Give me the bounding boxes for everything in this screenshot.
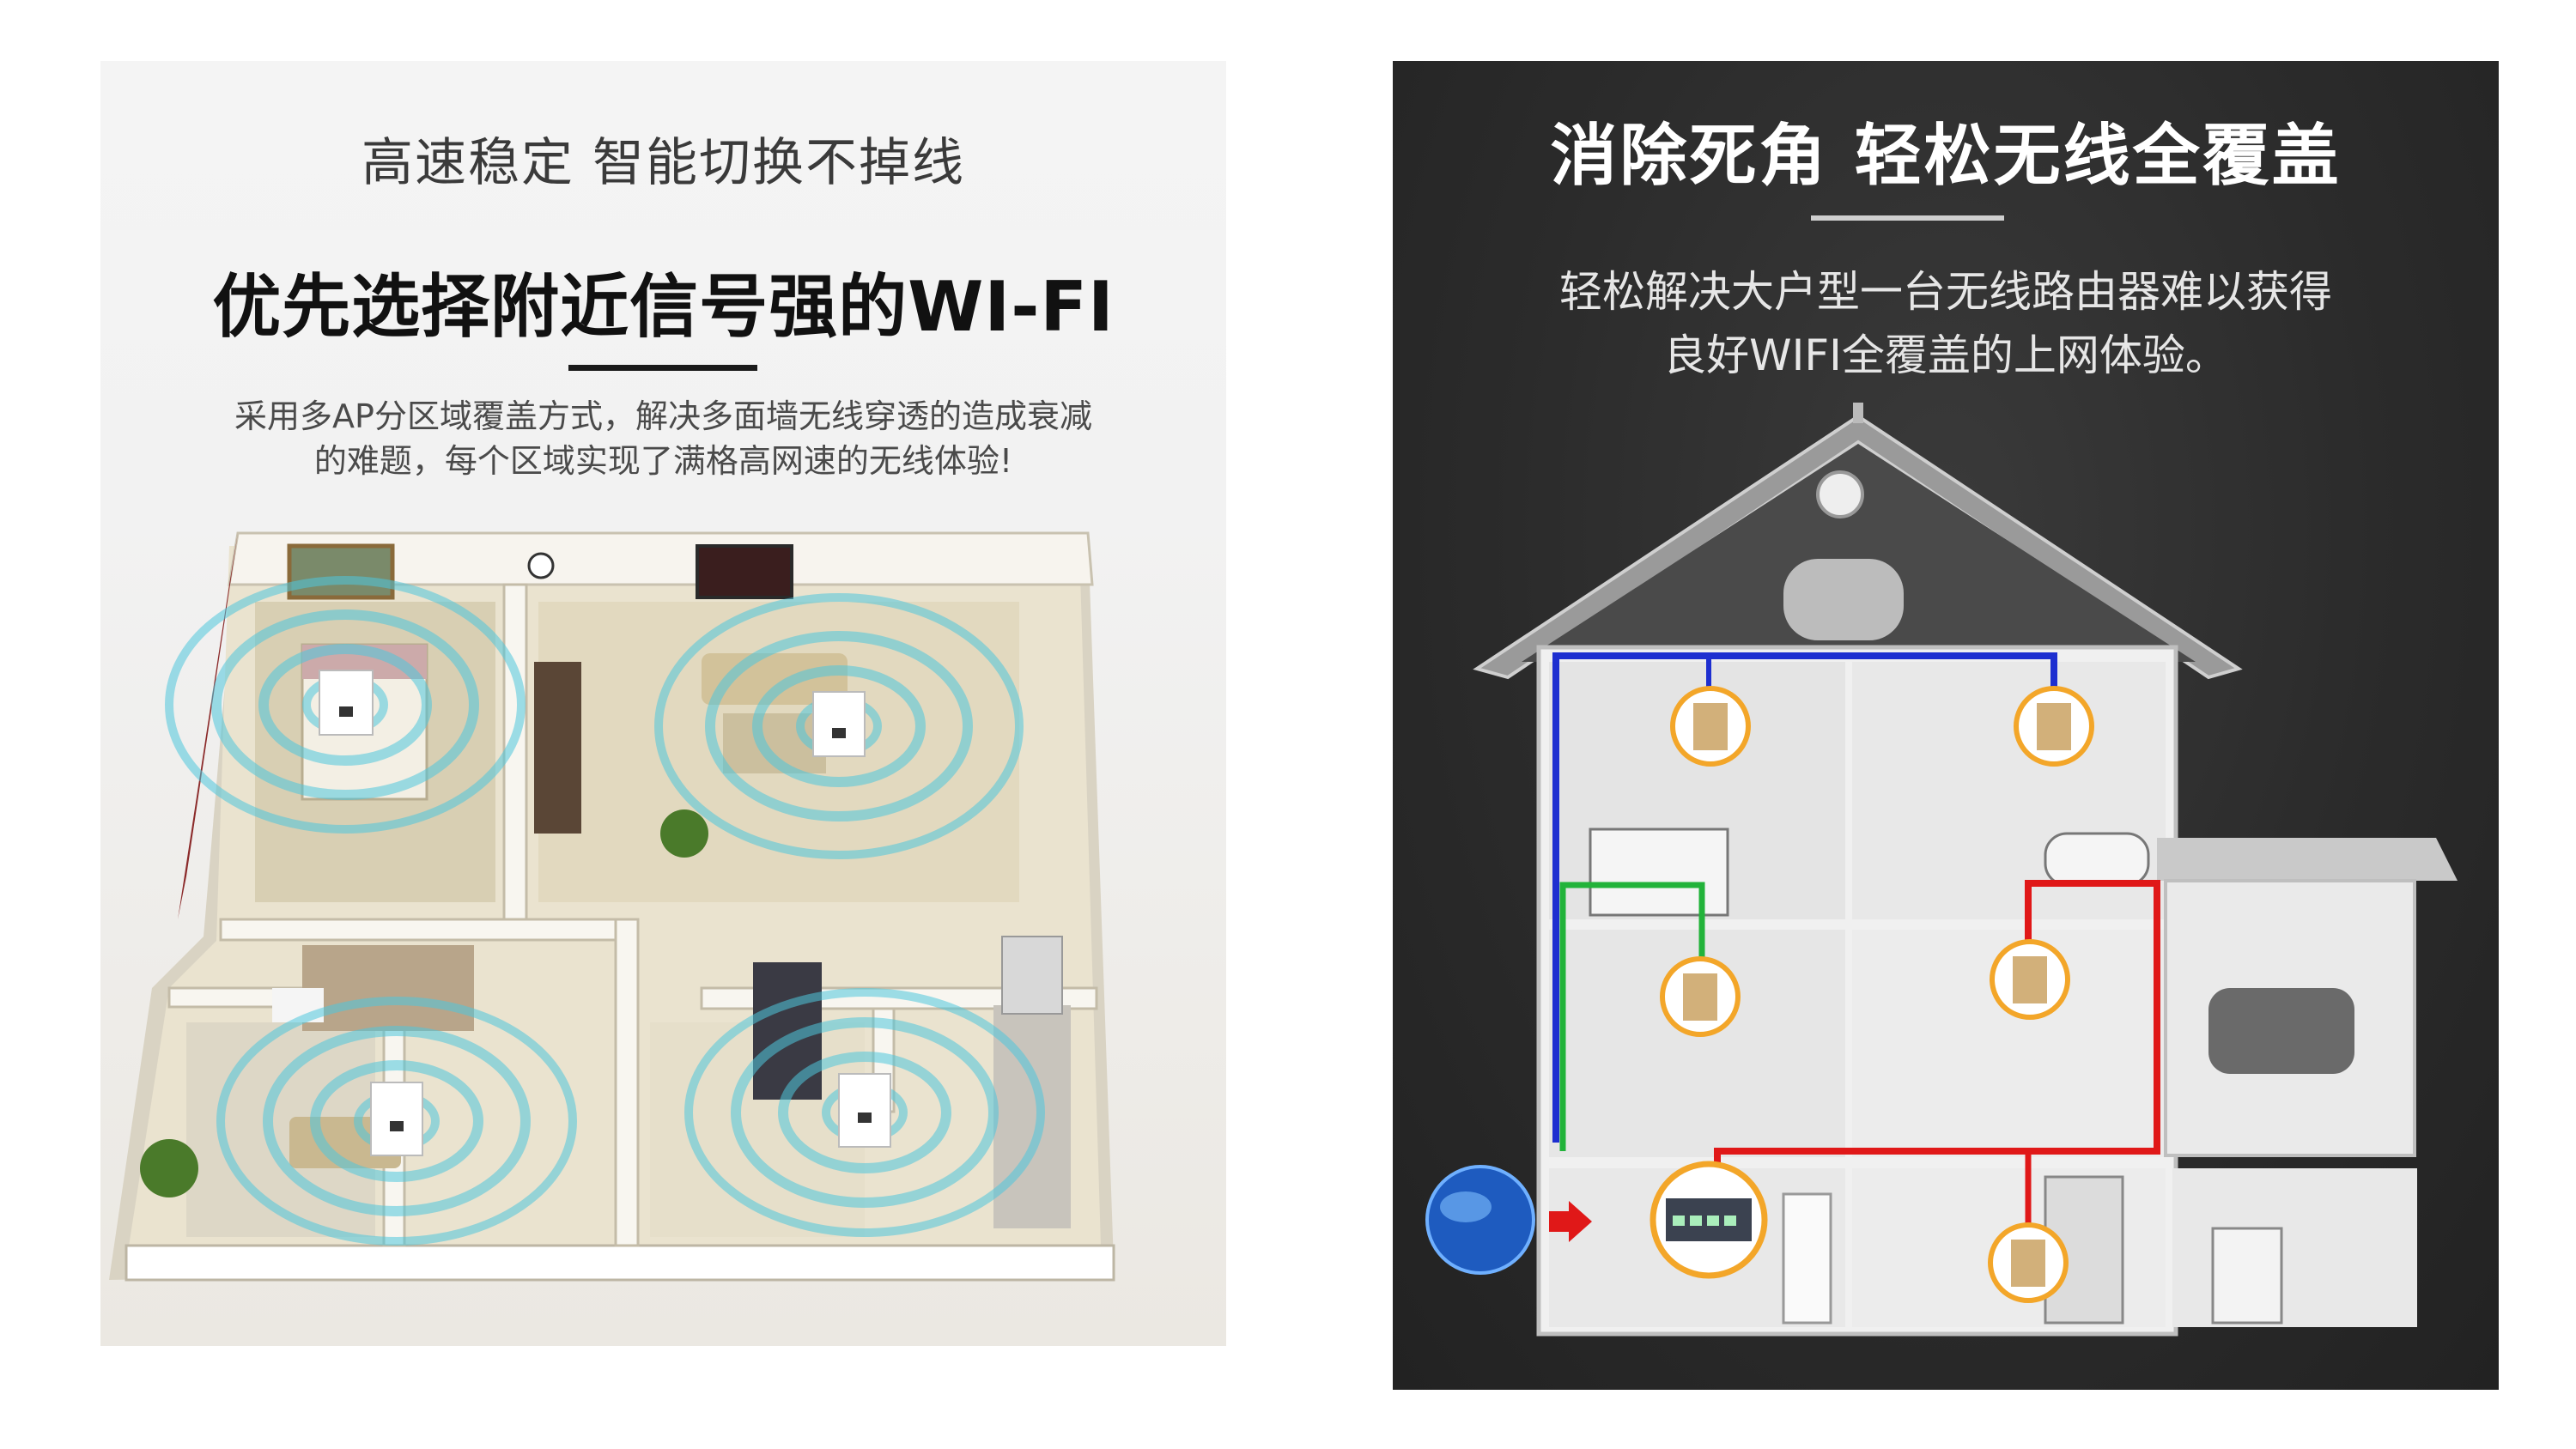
ap-device-living xyxy=(812,691,866,757)
blue-wire xyxy=(1552,652,2057,1143)
ap-device-top-left xyxy=(1670,686,1751,767)
ap-device-bedroom xyxy=(319,670,374,736)
left-description-line-2: 的难题，每个区域实现了满格高网速的无线体验! xyxy=(313,442,1013,480)
left-subtitle: 高速稳定 智能切换不掉线 xyxy=(361,133,966,193)
room-ground-right xyxy=(2172,1168,2417,1327)
floorplan-back-wall xyxy=(228,531,1094,586)
bed-icon xyxy=(1589,828,1729,917)
water-heater xyxy=(1783,559,1904,640)
door xyxy=(1782,1192,1832,1325)
right-description-line-1: 轻松解决大户型一台无线路由器难以获得 xyxy=(1559,267,2332,317)
washing-machine-icon xyxy=(2211,1227,2283,1325)
right-promo-panel: 消除死角 轻松无线全覆盖 轻松解决大户型一台无线路由器难以获得 良好WIFI全覆… xyxy=(1393,61,2499,1390)
bookshelf xyxy=(534,662,581,834)
right-description-line-2: 良好WIFI全覆盖的上网体验。 xyxy=(1663,330,2228,380)
wardrobe xyxy=(302,945,474,1031)
green-wire xyxy=(1559,882,1705,1151)
left-divider xyxy=(568,365,757,371)
wall-painting xyxy=(287,543,395,600)
internet-globe-icon xyxy=(1425,1165,1535,1275)
right-description: 轻松解决大户型一台无线路由器难以获得 良好WIFI全覆盖的上网体验。 xyxy=(1393,260,2499,387)
left-headline: 优先选择附近信号强的WI-FI xyxy=(212,267,1115,347)
ripples-bottom-left xyxy=(216,997,577,1246)
left-description-line-1: 采用多AP分区域覆盖方式，解决多面墙无线穿透的造成衰减 xyxy=(234,397,1092,435)
garage-roof xyxy=(2157,838,2458,881)
plant xyxy=(140,1139,198,1197)
ap-device-mid-left xyxy=(1660,956,1741,1037)
arrow-icon xyxy=(1549,1201,1592,1242)
attic-window xyxy=(1816,470,1864,518)
fridge xyxy=(1001,936,1063,1015)
floorplan-left-wall xyxy=(178,533,238,919)
network-switch-icon xyxy=(1649,1161,1768,1279)
house-illustration xyxy=(1425,403,2458,1337)
right-divider xyxy=(1811,215,2004,221)
ap-device-mid-right xyxy=(1990,939,2070,1020)
left-description: 采用多AP分区域覆盖方式，解决多面墙无线穿透的造成衰减 的难题，每个区域实现了满… xyxy=(186,394,1140,483)
ap-device-top-right xyxy=(2014,686,2094,767)
right-headline: 消除死角 轻松无线全覆盖 xyxy=(1550,118,2342,195)
car xyxy=(2208,988,2354,1074)
ap-device-bottom-right xyxy=(838,1073,891,1148)
ap-device-bottom-left xyxy=(370,1082,423,1156)
wall-clock xyxy=(527,552,555,579)
bathtub-icon xyxy=(2044,832,2150,887)
floorplan-illustration xyxy=(109,531,1115,1282)
ap-device-ground xyxy=(1988,1222,2069,1303)
garage xyxy=(2164,879,2416,1157)
left-promo-panel: 高速稳定 智能切换不掉线 优先选择附近信号强的WI-FI 采用多AP分区域覆盖方… xyxy=(100,61,1226,1346)
tv-painting xyxy=(696,544,793,599)
